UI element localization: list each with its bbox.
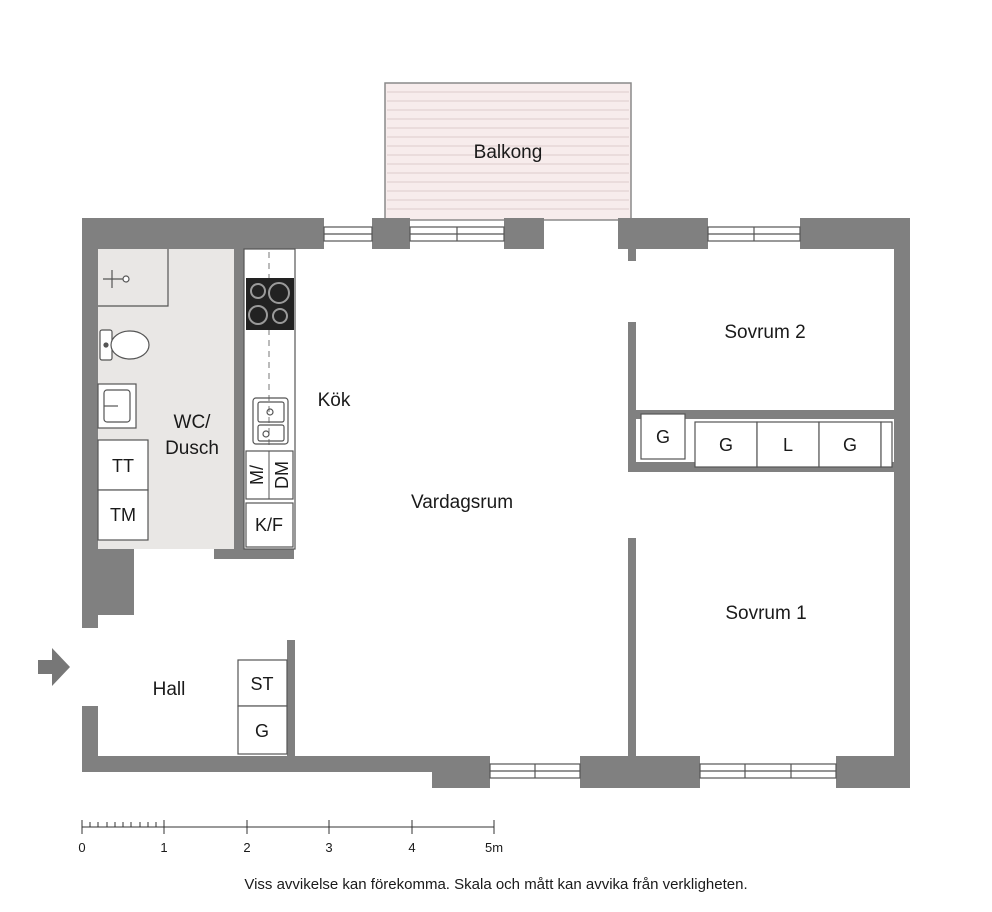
windows [323, 226, 837, 779]
sink-icon [252, 397, 289, 445]
exterior-walls [82, 218, 910, 788]
microwave-label: M/ [247, 465, 267, 485]
tumble-dryer-label: TT [112, 456, 134, 476]
bedroom-1-label: Sovrum 1 [725, 603, 806, 624]
wardrobe-1-label: G [719, 435, 733, 455]
stove-icon [246, 278, 294, 330]
tumble-dryer-box [97, 439, 149, 491]
scale-tick-2: 2 [243, 840, 250, 855]
scale-tick-5: 5m [485, 840, 503, 855]
scale-tick-4: 4 [408, 840, 415, 855]
linen-closet-label: L [783, 435, 793, 455]
shower-icon [103, 270, 130, 288]
balcony-label: Balkong [474, 142, 543, 163]
kitchen-counter [243, 248, 296, 550]
bedroom-2-label: Sovrum 2 [724, 322, 805, 343]
bathroom-fixtures [97, 249, 169, 541]
washing-machine-box [97, 489, 149, 541]
wardrobe-2-label: G [843, 435, 857, 455]
hall-storage-label: ST [250, 674, 273, 694]
living-room-label: Vardagsrum [411, 492, 513, 513]
hall-closets [237, 659, 288, 755]
dishwasher-label: DM [272, 461, 292, 489]
scale-tick-0: 0 [78, 840, 85, 855]
disclaimer: Viss avvikelse kan förekomma. Skala och … [244, 876, 748, 893]
hall-wardrobe-label: G [255, 721, 269, 741]
bathroom-label-line2: Dusch [165, 438, 219, 459]
entrance-arrow-icon [38, 648, 70, 686]
balcony [384, 82, 632, 221]
fridge-freezer-box [245, 502, 294, 548]
washing-machine-label: TM [110, 505, 136, 525]
hall-label: Hall [153, 679, 186, 700]
fridge-freezer-label: K/F [255, 515, 283, 535]
bathroom-label-line1: WC/ [174, 412, 212, 433]
small-wardrobe-label: G [656, 427, 670, 447]
wardrobes [640, 413, 893, 468]
scale-tick-3: 3 [325, 840, 332, 855]
washbasin-icon [97, 383, 137, 429]
toilet-icon [99, 329, 150, 361]
kitchen-label: Kök [318, 390, 351, 411]
scale-tick-1: 1 [160, 840, 167, 855]
scale-bar [81, 820, 495, 834]
